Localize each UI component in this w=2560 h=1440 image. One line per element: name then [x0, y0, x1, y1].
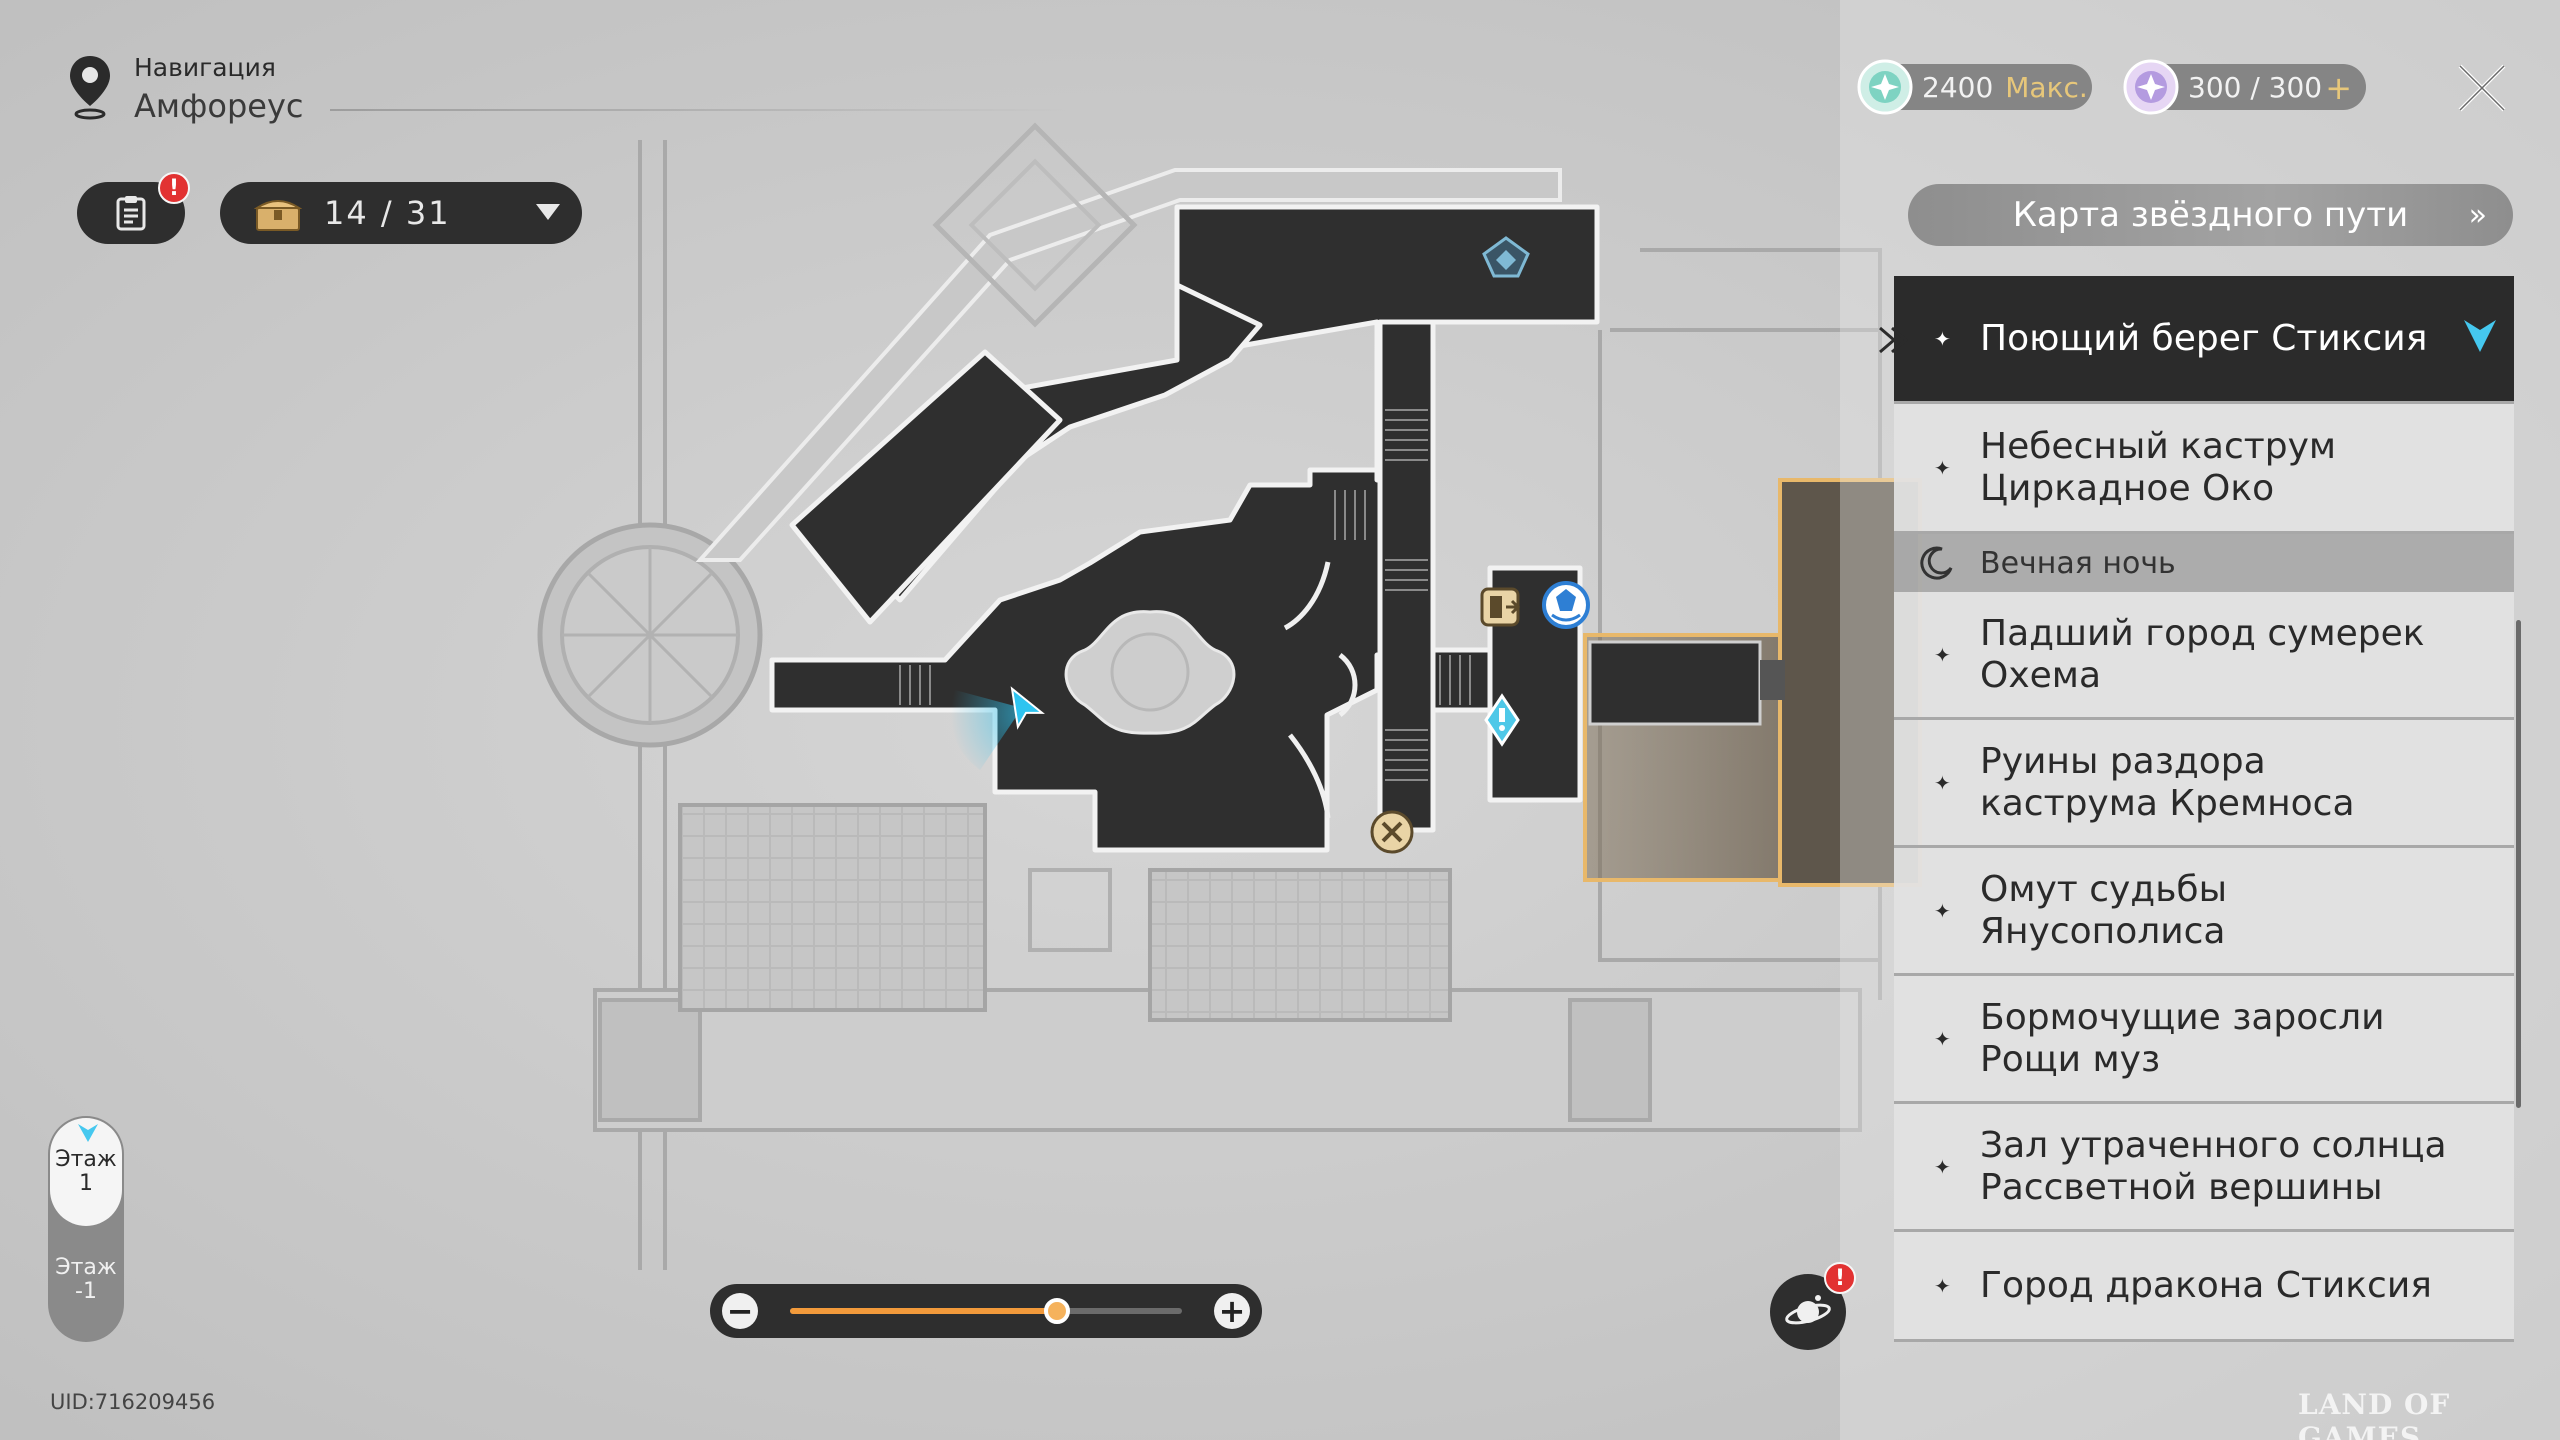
star-bullet-icon: ✦ [1934, 1026, 1951, 1051]
map-rotunda [537, 522, 763, 748]
player-uid: UID:716209456 [50, 1390, 216, 1414]
location-item-dawn-peak[interactable]: ✦ Зал утраченного солнца Рассветной верш… [1894, 1104, 2514, 1232]
watermark-logo: LAND OF GAMES [2298, 1388, 2451, 1440]
exit-door-icon[interactable] [1480, 587, 1521, 627]
star-bullet-icon: ✦ [1934, 326, 1951, 351]
location-item-label: Бормочущие заросли Рощи муз [1980, 996, 2385, 1080]
zoom-slider-track[interactable] [790, 1298, 1182, 1324]
navigation-header: Навигация Амфореус [64, 52, 304, 128]
map-grid-roof-center [1148, 868, 1452, 1022]
current-floor-marker-icon [78, 1124, 98, 1142]
double-chevron-right-icon: » [2468, 198, 2487, 233]
map-courtyard-diamond [932, 122, 1138, 328]
header-divider [330, 109, 1070, 111]
planet-icon [1785, 1295, 1831, 1325]
current-location-pointer-icon [1879, 326, 1909, 354]
player-vision-cone [950, 690, 1022, 770]
mission-marker-icon[interactable] [1484, 693, 1520, 747]
region-name: Амфореус [134, 87, 304, 125]
clipboard-icon [116, 196, 146, 231]
floor-number: 1 [79, 1171, 93, 1196]
location-item-label: Омут судьбы Янусополиса [1980, 868, 2228, 952]
star-rail-map-button[interactable]: Карта звёздного пути » [1908, 184, 2513, 246]
floor-label: Этаж [55, 1147, 117, 1172]
reserve-power-max-label: Макс. [2005, 70, 2088, 104]
chest-counter-dropdown[interactable]: 14 / 31 [220, 182, 582, 244]
zoom-slider-fill [790, 1308, 1057, 1314]
active-location-marker-icon [2464, 320, 2496, 352]
player-arrow-icon [1010, 686, 1045, 730]
zoom-slider-handle[interactable] [1043, 1298, 1070, 1324]
location-item-label: Небесный каструм Циркадное Око [1980, 425, 2337, 509]
star-rail-map-label: Карта звёздного пути [2012, 195, 2409, 235]
chevron-down-icon [536, 204, 560, 220]
star-bullet-icon: ✦ [1934, 642, 1951, 667]
map-small-court [1028, 868, 1112, 952]
zoom-control: − + [710, 1284, 1262, 1338]
floor-label: Этаж [55, 1255, 117, 1280]
chest-icon [254, 200, 302, 231]
trailblaze-power-icon [2123, 59, 2179, 115]
location-item-circadian-eye[interactable]: ✦ Небесный каструм Циркадное Око [1894, 404, 2514, 534]
location-list: ✦ Поющий берег Стиксия ✦ Небесный кастру… [1879, 276, 2514, 1342]
map-adjacent-zone [1583, 478, 1922, 887]
location-item-label: Падший город сумерек Охема [1980, 612, 2425, 696]
chest-count: 14 / 31 [324, 194, 451, 232]
reserve-power-counter[interactable]: 2400 Макс. [1857, 59, 2092, 115]
floor-1-button[interactable]: Этаж 1 [50, 1118, 122, 1226]
zoom-out-button[interactable]: − [722, 1293, 758, 1329]
tasks-button[interactable] [77, 182, 185, 244]
trailblaze-power-counter[interactable]: 300 / 300 + [2123, 59, 2366, 115]
map-grid-roof-left [678, 803, 987, 1012]
star-bullet-icon: ✦ [1934, 1154, 1951, 1179]
map-diagonal-walkway [695, 168, 1562, 562]
space-anchor-icon[interactable] [1542, 581, 1590, 629]
location-item-label: Город дракона Стиксия [1980, 1264, 2432, 1306]
synthesizer-icon[interactable] [1370, 810, 1414, 854]
location-list-scrollbar[interactable] [2516, 620, 2521, 1108]
location-item-styxia-shore[interactable]: ✦ Поющий берег Стиксия [1879, 276, 2514, 404]
teleport-anchor-icon[interactable] [1482, 236, 1530, 278]
star-bullet-icon: ✦ [1934, 1273, 1951, 1298]
add-trailblaze-power-button[interactable]: + [2325, 69, 2352, 107]
reserve-power-value: 2400 [1922, 70, 1994, 104]
floor-number: -1 [75, 1279, 97, 1304]
floor-minus-1-button[interactable]: Этаж -1 [48, 1256, 124, 1304]
reserve-power-icon [1857, 59, 1913, 115]
moon-icon [1920, 546, 1953, 580]
map-fountain [1064, 610, 1236, 735]
location-item-label: Поющий берег Стиксия [1980, 317, 2428, 359]
navigation-label: Навигация [134, 53, 276, 82]
location-item-okhema[interactable]: ✦ Падший город сумерек Охема [1894, 592, 2514, 720]
close-icon[interactable] [2452, 58, 2512, 118]
location-item-dragon-city[interactable]: ✦ Город дракона Стиксия [1894, 1232, 2514, 1342]
location-item-janusopolis[interactable]: ✦ Омут судьбы Янусополиса [1894, 848, 2514, 976]
location-item-label: Руины раздора каструма Кремноса [1980, 740, 2355, 824]
trailblaze-power-value: 300 / 300 [2188, 70, 2323, 104]
floor-selector: Этаж 1 Этаж -1 [48, 1116, 124, 1342]
star-bullet-icon: ✦ [1934, 898, 1951, 923]
star-bullet-icon: ✦ [1934, 455, 1951, 480]
section-header-eternal-night: Вечная ночь [1894, 534, 2514, 592]
zoom-in-button[interactable]: + [1214, 1293, 1250, 1329]
map-colonnade [1283, 561, 1358, 819]
section-label: Вечная ночь [1980, 545, 2176, 581]
planet-alert-badge: ! [1824, 1262, 1856, 1294]
tasks-alert-badge: ! [158, 172, 190, 204]
map-stairs [899, 409, 1471, 781]
location-item-label: Зал утраченного солнца Рассветной вершин… [1980, 1124, 2447, 1208]
location-item-grove-of-muses[interactable]: ✦ Бормочущие заросли Рощи муз [1894, 976, 2514, 1104]
location-item-kremnos[interactable]: ✦ Руины раздора каструма Кремноса [1894, 720, 2514, 848]
location-pin-icon [70, 56, 110, 120]
star-bullet-icon: ✦ [1934, 770, 1951, 795]
